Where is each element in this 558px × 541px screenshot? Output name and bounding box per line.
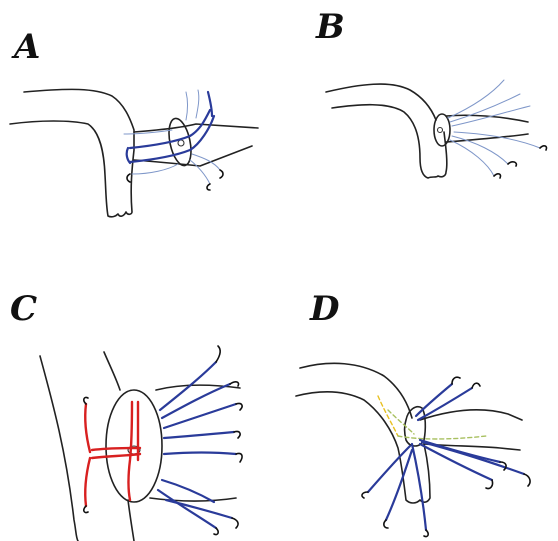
- panel-c: C: [10, 289, 242, 541]
- panel-c-blue-hook-1: [216, 346, 220, 362]
- panel-c-red-suture-vertical-1: [129, 402, 133, 500]
- panel-d-guide-green-1: [398, 436, 486, 439]
- panel-c-blue-suture-5: [164, 453, 236, 455]
- panel-c-blue-hook-5: [236, 453, 242, 462]
- panel-a-label: A: [11, 27, 40, 67]
- panel-b-suture-hook-2: [494, 174, 501, 178]
- panel-b-stoma-lumen: [438, 128, 443, 133]
- panel-c-blue-hook-6: [214, 528, 218, 535]
- panel-c-forearm-outline: [150, 385, 240, 501]
- panel-c-red-suture-left-down: [85, 458, 90, 506]
- panel-a-limb-outline: [10, 89, 134, 216]
- panel-d-label: D: [309, 289, 340, 329]
- panel-d-blue-suture-8: [412, 444, 426, 530]
- panel-c-red-hook-2: [84, 506, 88, 513]
- panel-d-blue-suture-2: [418, 388, 472, 420]
- panel-a-graft-end: [127, 148, 130, 163]
- panel-d-blue-suture-7: [386, 450, 412, 520]
- panel-d-hook-6: [362, 492, 368, 498]
- panel-a-suture-hook-1: [207, 184, 210, 190]
- panel-b-suture-3: [452, 106, 530, 126]
- panel-c-blue-suture-3: [164, 404, 236, 428]
- panel-d-hook-7: [384, 520, 388, 528]
- panel-d: D: [296, 289, 530, 537]
- panel-d-hook-2: [472, 383, 480, 388]
- panel-c-blue-hook-3: [236, 403, 242, 410]
- panel-d-limb-outline: [296, 363, 430, 503]
- panel-c-label: C: [10, 289, 37, 329]
- panel-c-red-suture-horizontal-1: [92, 448, 140, 450]
- panel-b: B: [315, 7, 547, 178]
- panel-d-hook-1: [452, 377, 460, 384]
- panel-d-blue-suture-4: [420, 444, 492, 480]
- panel-c-blue-suture-4: [164, 432, 234, 438]
- panel-a-suture-hook-3: [127, 174, 130, 182]
- panel-c-blue-hook-4: [234, 431, 240, 438]
- panel-d-hook-8: [424, 530, 428, 537]
- panel-a-suture-4: [132, 164, 178, 174]
- panel-c-blue-hook-2: [230, 382, 239, 386]
- panel-b-suture-5: [450, 140, 494, 176]
- panel-d-hook-5: [524, 474, 530, 486]
- panel-b-label: B: [315, 7, 345, 47]
- panel-c-red-hook-1: [84, 397, 88, 404]
- panel-a-stoma-lumen: [178, 140, 184, 146]
- panel-a-suture-1: [186, 92, 188, 120]
- panel-c-blue-suture-8: [166, 500, 232, 518]
- panel-b-limb-outline: [326, 84, 447, 178]
- panel-b-suture-hook-1: [508, 162, 516, 166]
- panel-b-suture-1: [448, 80, 504, 118]
- panel-c-blue-hook-7: [232, 518, 238, 528]
- panel-b-suture-hook-3: [540, 146, 547, 150]
- panel-c-red-suture-horizontal-2: [92, 454, 140, 458]
- panel-a: A: [10, 27, 258, 217]
- panel-d-hook-4: [486, 480, 493, 489]
- panel-a-suture-hook-2: [220, 170, 223, 178]
- panel-c-red-suture-left-up: [85, 404, 90, 452]
- panel-a-suture-6: [192, 154, 220, 170]
- panel-a-suture-2: [196, 90, 199, 118]
- panel-c-blue-suture-7: [158, 490, 216, 528]
- panel-a-graft-bottom: [130, 116, 214, 162]
